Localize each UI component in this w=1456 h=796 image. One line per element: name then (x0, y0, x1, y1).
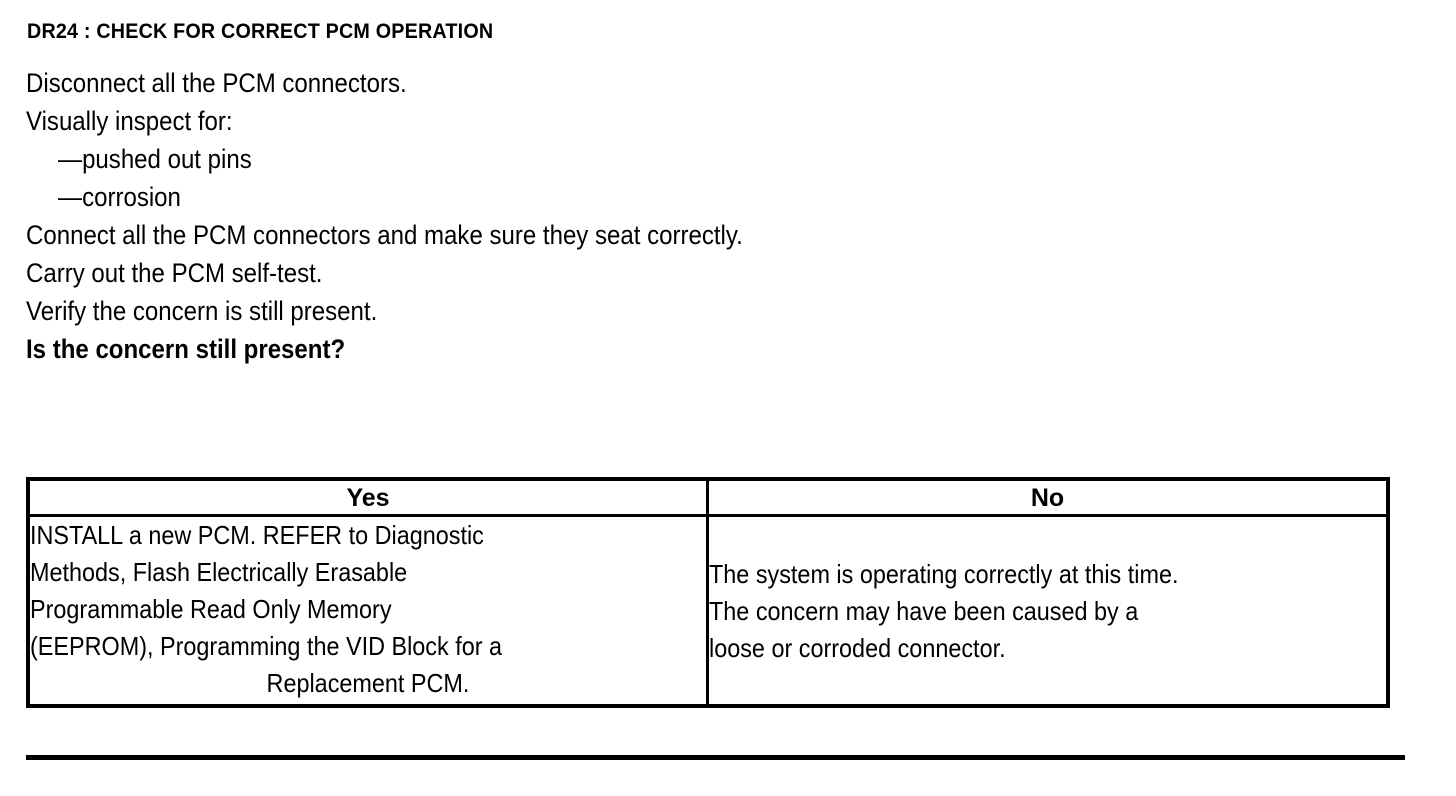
table-cell-no: The system is operating correctly at thi… (709, 517, 1386, 705)
cell-text-line: loose or corroded connector. (709, 632, 1006, 663)
instruction-list: Disconnect all the PCM connectors. Visua… (26, 64, 1406, 368)
cell-text-line: Methods, Flash Electrically Erasable (30, 556, 408, 587)
instruction-line: Carry out the PCM self-test. (26, 258, 323, 288)
decision-table: Yes No INSTALL a new PCM. REFER to Diagn… (26, 477, 1390, 708)
page-title: DR24 : CHECK FOR CORRECT PCM OPERATION (27, 20, 494, 43)
table-cell-yes: INSTALL a new PCM. REFER to Diagnostic M… (30, 517, 706, 705)
column-divider (706, 517, 709, 705)
cell-text-line: The system is operating correctly at thi… (709, 558, 1179, 589)
cell-text-line: INSTALL a new PCM. REFER to Diagnostic (30, 519, 484, 550)
instruction-line: Visually inspect for: (26, 106, 233, 136)
table-header-row: Yes No (30, 481, 1386, 517)
cell-text-line: The concern may have been caused by a (709, 595, 1139, 626)
instruction-line: Connect all the PCM connectors and make … (26, 220, 743, 250)
table-header-no: No (1030, 484, 1065, 512)
decision-question: Is the concern still present? (26, 334, 346, 364)
instruction-bullet: —corrosion (58, 182, 181, 212)
footer-divider (26, 755, 1405, 760)
column-divider (706, 481, 709, 514)
cell-text-line: (EEPROM), Programming the VID Block for … (30, 630, 503, 661)
instruction-line: Verify the concern is still present. (26, 296, 378, 326)
table-header-yes: Yes (346, 484, 390, 512)
table-body-row: INSTALL a new PCM. REFER to Diagnostic M… (30, 517, 1386, 705)
cell-text-line: Replacement PCM. (266, 667, 470, 698)
cell-text-line: Programmable Read Only Memory (30, 593, 392, 624)
instruction-line: Disconnect all the PCM connectors. (26, 68, 407, 98)
instruction-bullet: —pushed out pins (58, 144, 252, 174)
